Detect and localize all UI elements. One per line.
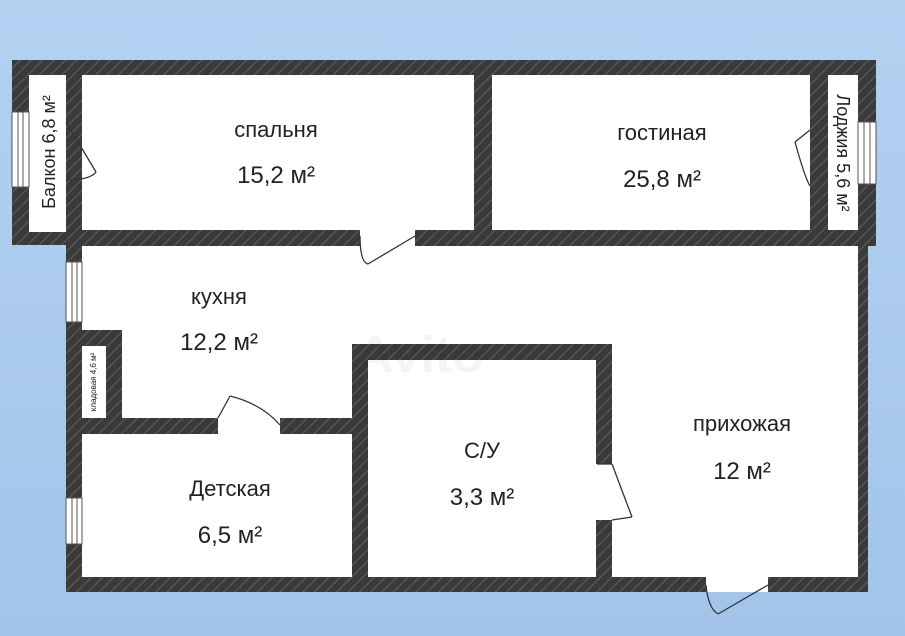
pantry-floor bbox=[82, 346, 106, 418]
wall-bedroom-bottom-left bbox=[66, 230, 360, 246]
wall-loggia bbox=[810, 60, 828, 246]
living-floor bbox=[492, 75, 810, 230]
door-loggia bbox=[794, 129, 811, 187]
bedroom-name: спальня bbox=[234, 117, 318, 142]
living-area: 25,8 м² bbox=[623, 166, 701, 193]
wall-kids-top-right bbox=[280, 418, 368, 434]
kitchen-area: 12,2 м² bbox=[180, 329, 258, 356]
wall-bath-top bbox=[352, 344, 612, 360]
watermark: Avito bbox=[356, 326, 484, 384]
wall-balcony bbox=[66, 60, 82, 246]
wall-kids-top-left bbox=[66, 418, 218, 434]
bathroom-area: 3,3 м² bbox=[449, 484, 515, 511]
hall-name: прихожая bbox=[692, 411, 792, 436]
door-bedroom bbox=[359, 230, 416, 265]
living-name: гостиная bbox=[617, 120, 707, 145]
wall-bath-right-bottom bbox=[596, 520, 612, 592]
wall-living-bottom bbox=[614, 230, 876, 246]
kitchen-name: кухня bbox=[191, 284, 247, 309]
balcony-floor bbox=[29, 75, 66, 232]
doors bbox=[65, 121, 811, 615]
room-floors bbox=[29, 75, 858, 577]
loggia-label: Лоджия 5,6 м² bbox=[833, 94, 853, 212]
window-kitchen bbox=[65, 261, 83, 323]
door-entrance bbox=[705, 577, 769, 615]
door-balcony bbox=[65, 121, 97, 181]
loggia-floor bbox=[828, 75, 858, 230]
bathroom-name: С/У bbox=[464, 438, 500, 463]
hall-area: 12 м² bbox=[713, 458, 771, 485]
wall-pantry-side bbox=[106, 330, 122, 418]
wall-bedroom-living bbox=[474, 60, 492, 246]
wall-bath-right-top bbox=[596, 344, 612, 464]
windows bbox=[11, 111, 877, 545]
bedroom-floor bbox=[82, 75, 474, 230]
main-floor bbox=[82, 246, 858, 577]
window-balcony bbox=[11, 111, 30, 188]
kids-name: Детская bbox=[189, 476, 271, 501]
door-kids bbox=[217, 395, 281, 434]
interior-walls bbox=[66, 60, 876, 592]
bedroom-area: 15,2 м² bbox=[237, 162, 315, 189]
kids-area: 6,5 м² bbox=[197, 522, 263, 549]
balcony-label: Балкон 6,8 м² bbox=[39, 95, 59, 209]
window-loggia bbox=[857, 121, 877, 185]
door-bathroom bbox=[597, 463, 633, 521]
wall-bath-left bbox=[352, 344, 368, 592]
pantry-label: кладовая 4,6 м² bbox=[89, 352, 98, 412]
window-kids bbox=[65, 497, 83, 545]
